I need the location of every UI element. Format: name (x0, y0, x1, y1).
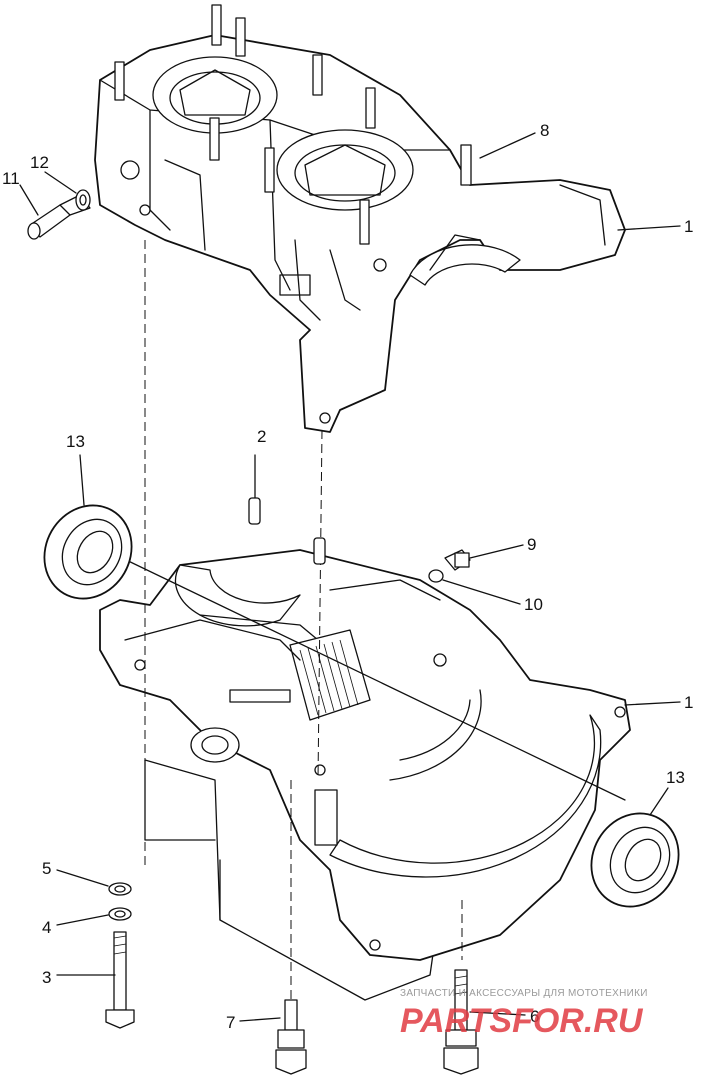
callout-1-lower: 1 (684, 693, 693, 712)
part-7-bolt (275, 999, 307, 1075)
watermark-caption: ЗАПЧАСТИ И АКСЕССУАРЫ ДЛЯ МОТОТЕХНИКИ (400, 988, 648, 999)
callout-8: 8 (540, 121, 549, 140)
part-13-seal-lower (590, 812, 680, 908)
part-9-bolt (444, 549, 471, 571)
lower-crankcase (99, 549, 631, 1001)
callout-10: 10 (524, 595, 543, 614)
crankshaft-journal (289, 629, 371, 721)
callout-3: 3 (42, 968, 51, 987)
callout-13-upper: 13 (66, 432, 85, 451)
watermark-brand: PARTSFOR.RU (400, 1002, 644, 1040)
upper-crankcase (94, 4, 626, 433)
part-3-bolt (105, 931, 135, 1029)
watermark: ЗАПЧАСТИ И АКСЕССУАРЫ ДЛЯ МОТОТЕХНИКИ PA… (400, 988, 648, 1040)
leader-lines (19, 132, 681, 1022)
assembly-lines (94, 240, 626, 1000)
part-5-washer (108, 882, 132, 896)
callout-numbers: 1 1 2 3 4 5 6 7 8 9 10 11 12 13 13 (2, 121, 693, 1032)
part-2-dowels (248, 497, 326, 565)
part-10-washer (428, 569, 444, 583)
callout-2: 2 (257, 427, 266, 446)
callout-1-upper: 1 (684, 217, 693, 236)
part-12-washer (75, 189, 91, 211)
callout-6: 6 (530, 1007, 539, 1026)
part-6-bolt (443, 969, 479, 1075)
part-4-washer (108, 907, 132, 921)
callout-5: 5 (42, 859, 51, 878)
callout-4: 4 (42, 918, 51, 937)
cylinder-studs (114, 4, 472, 245)
callout-12: 12 (30, 153, 49, 172)
part-11-fitting (27, 194, 91, 240)
callout-7: 7 (226, 1013, 235, 1032)
callout-9: 9 (527, 535, 536, 554)
callout-11: 11 (2, 169, 20, 188)
part-13-seal-upper (43, 504, 133, 600)
callout-13-lower: 13 (666, 768, 685, 787)
